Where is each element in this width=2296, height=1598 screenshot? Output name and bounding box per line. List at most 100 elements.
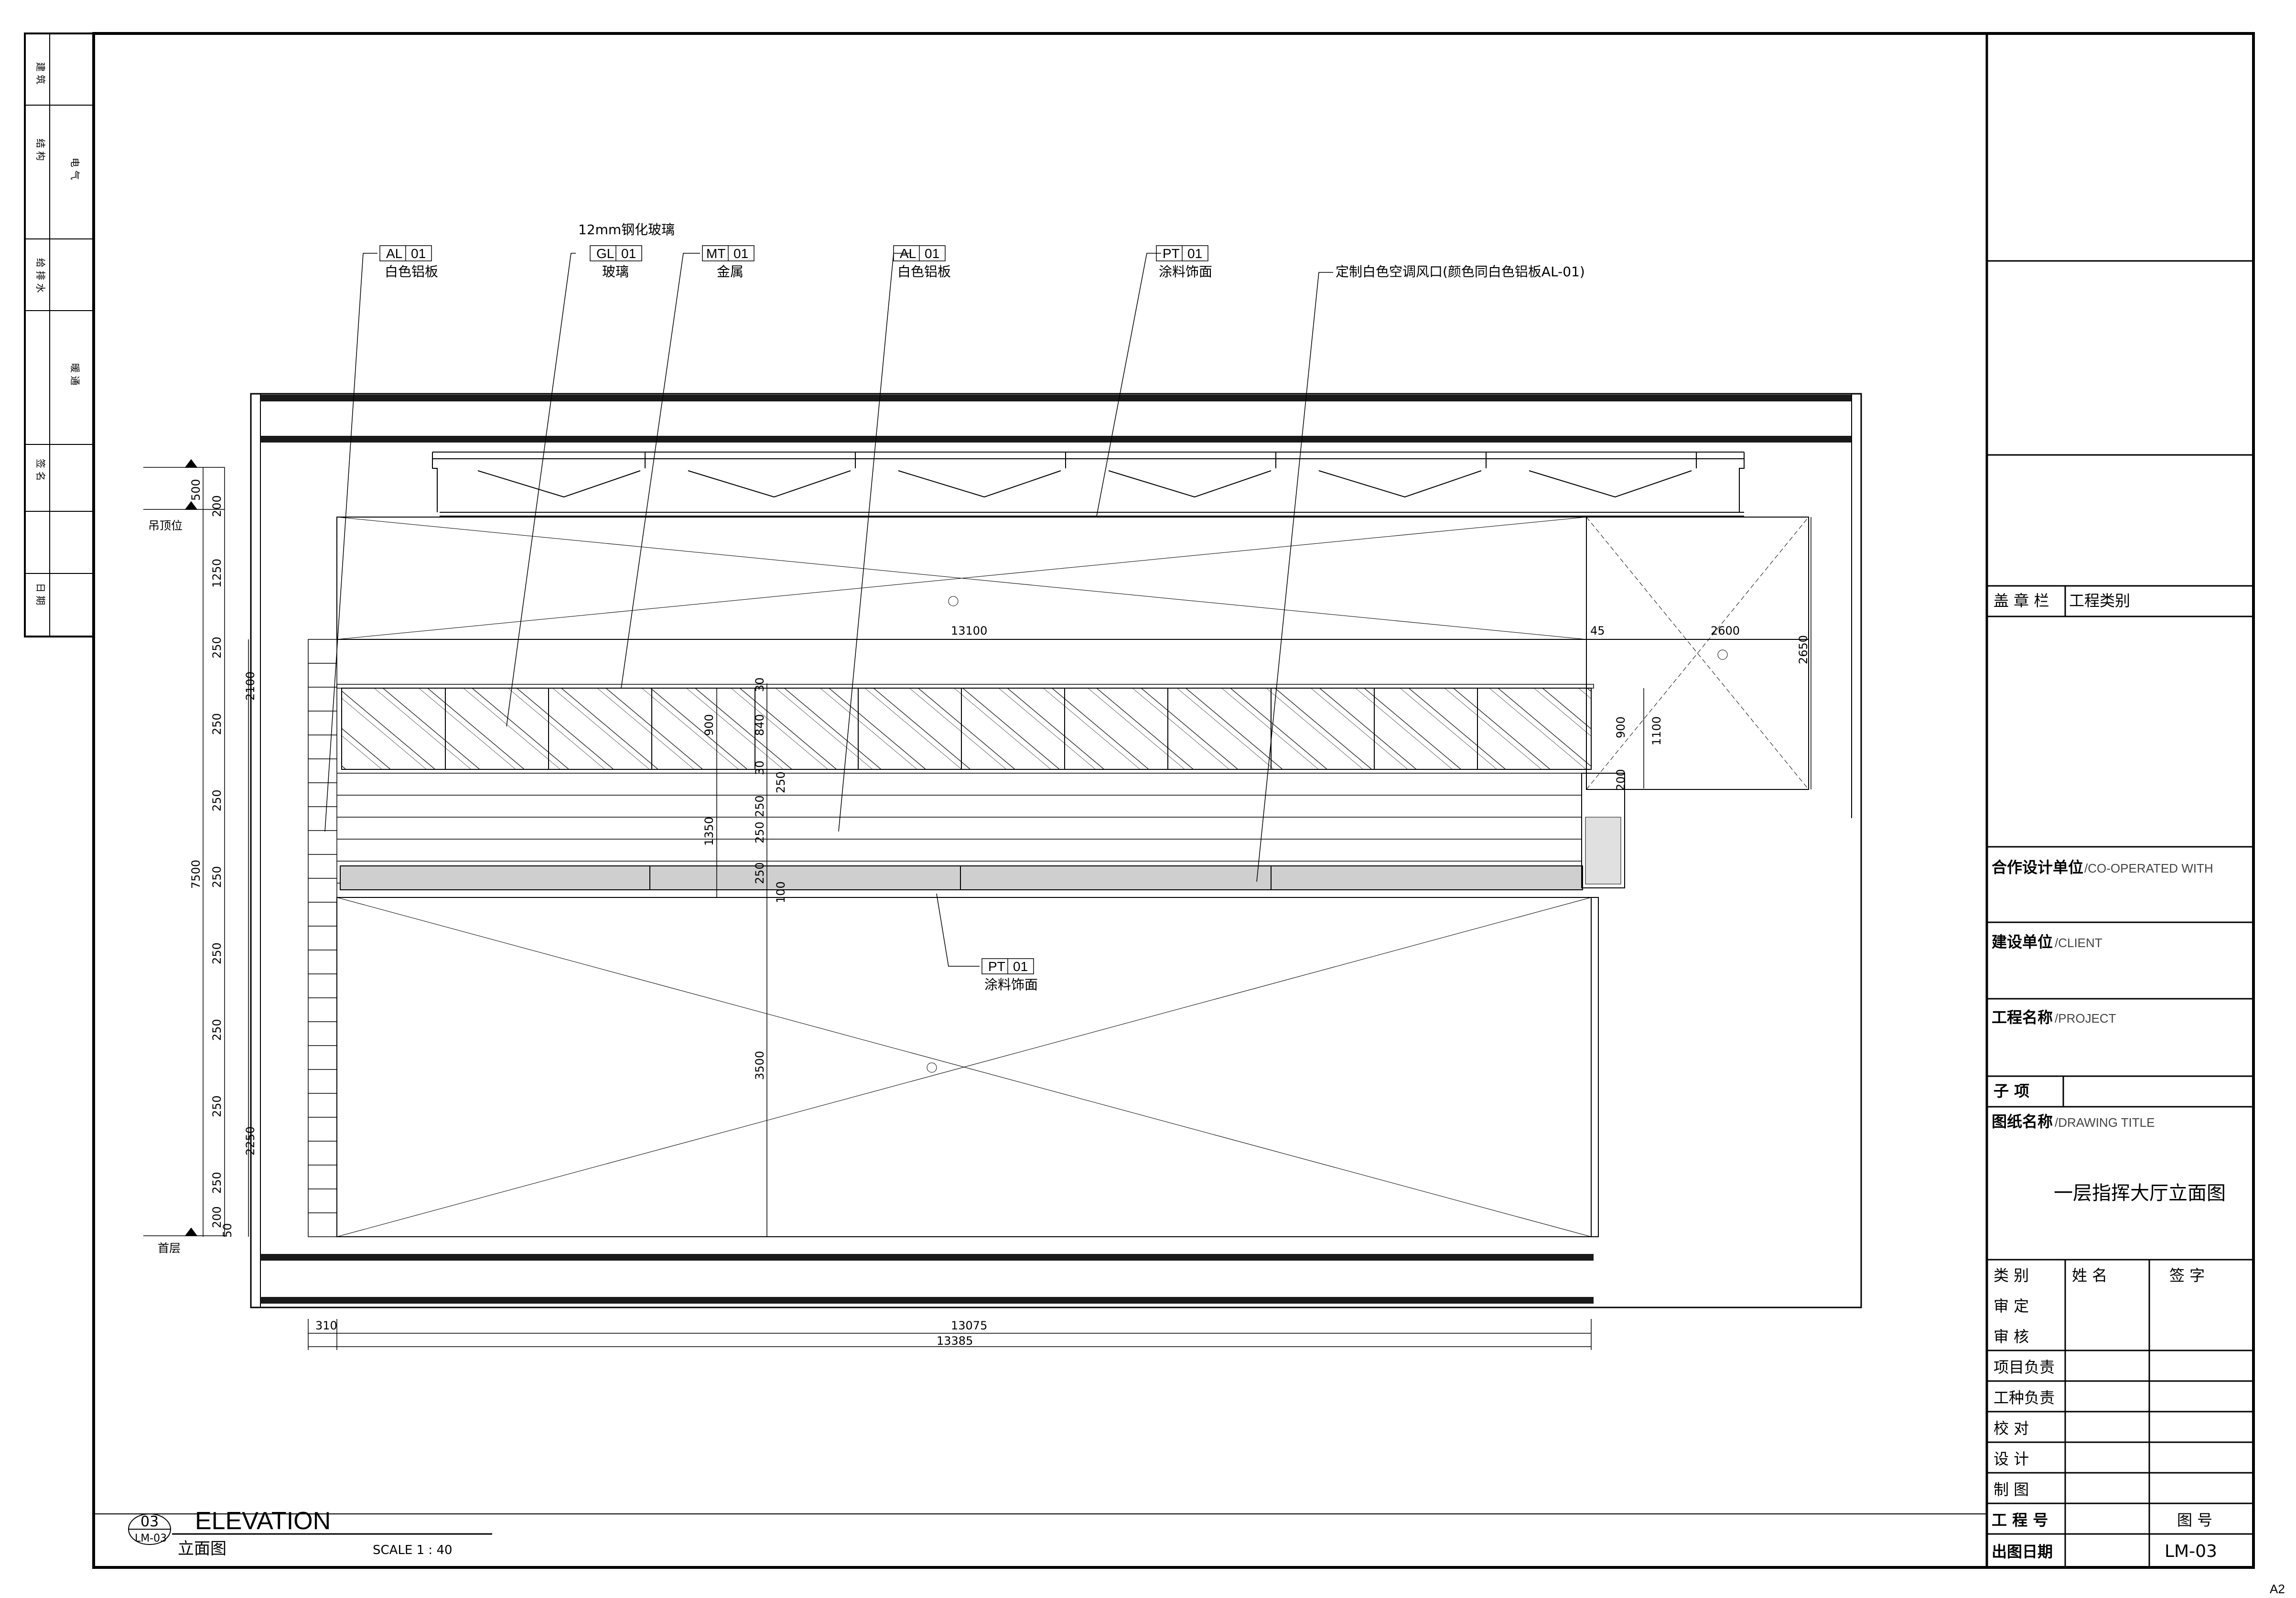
- glass-band: [341, 688, 1592, 770]
- project-type-label: 工程类别: [2069, 592, 2130, 610]
- callout-al-01-b: AL 01 白色铝板: [893, 245, 951, 280]
- role-approve: 审 定: [1994, 1297, 2029, 1315]
- role-design: 设 计: [1994, 1450, 2029, 1468]
- callout-tag: MT: [706, 246, 725, 261]
- dim-200-right: 200: [1614, 769, 1628, 791]
- vertical-dim-lines: [203, 467, 1811, 1237]
- dim-310: 310: [315, 1319, 337, 1332]
- dim-200-top: 200: [210, 495, 224, 517]
- ceiling-truss: [432, 452, 1745, 517]
- dim-250-c: 250: [210, 789, 224, 811]
- dim-250-h: 250: [210, 1172, 224, 1194]
- strip-text-7: 日 期: [35, 583, 46, 605]
- callout-tag: GL: [596, 246, 614, 261]
- dim-1350: 1350: [702, 817, 716, 846]
- callout-al-01-a: AL 01 白色铝板: [379, 245, 438, 280]
- callout-text: 涂料饰面: [1159, 264, 1212, 280]
- dim-250-mid-c: 250: [753, 821, 766, 843]
- callout-heading: 12mm钢化玻璃: [578, 222, 675, 238]
- drawing-title-cn: 立面图: [178, 1539, 226, 1558]
- glass-top-frame: [336, 684, 1594, 689]
- strip-text-2: 结 构: [35, 139, 46, 161]
- dim-7500: 7500: [189, 860, 203, 889]
- callout-gl-01: 12mm钢化玻璃 GL 01 玻璃: [578, 222, 675, 280]
- date-label: 出图日期: [1992, 1543, 2053, 1561]
- dim-250-f: 250: [210, 1019, 224, 1041]
- dim-1100: 1100: [1650, 716, 1663, 745]
- dim-900-glass: 900: [702, 714, 716, 736]
- right-column: [1581, 773, 1625, 888]
- slab-top-1: [260, 395, 1852, 401]
- dim-50: 50: [221, 1223, 234, 1238]
- dim-2600: 2600: [1711, 624, 1740, 637]
- dim-250-d: 250: [210, 866, 224, 888]
- drawing-name-label: 图纸名称: [1992, 1112, 2053, 1131]
- col-category: 类 别: [1994, 1266, 2029, 1285]
- dim-30-bottom: 30: [753, 760, 766, 775]
- strip-text-5: 暖 通: [69, 363, 81, 385]
- dim-45: 45: [1590, 624, 1605, 637]
- callout-text: 玻璃: [602, 264, 629, 280]
- callout-num: 01: [925, 246, 939, 261]
- client-en: /CLIENT: [2055, 936, 2102, 950]
- dim-200-bottom: 200: [210, 1206, 224, 1228]
- dim-840: 840: [753, 714, 766, 736]
- callout-text: 定制白色空调风口(颜色同白色铝板AL-01): [1336, 264, 1585, 280]
- drawing-name-en: /DRAWING TITLE: [2055, 1115, 2155, 1130]
- dim-250-b: 250: [210, 713, 224, 735]
- dim-250-e: 250: [210, 942, 224, 964]
- sub-item-label: 子 项: [1994, 1082, 2029, 1100]
- project-label: 工程名称: [1992, 1008, 2053, 1026]
- ac-vent-strip: [340, 865, 1583, 890]
- paper-size: A2: [2270, 1582, 2285, 1596]
- seal-label: 盖 章 栏: [1994, 592, 2049, 610]
- drawing-no-label: 图 号: [2177, 1511, 2212, 1529]
- dim-250-g: 250: [210, 1095, 224, 1117]
- dim-250-mid-d: 250: [753, 862, 766, 884]
- callout-text: 白色铝板: [385, 264, 438, 280]
- drawing-title-en: ELEVATION: [195, 1507, 331, 1535]
- dim-250-mid-a: 250: [774, 771, 787, 793]
- dim-250-mid-b: 250: [753, 795, 766, 817]
- dim-13075: 13075: [951, 1319, 987, 1332]
- callout-pt-01-b: PT 01 涂料饰面: [981, 958, 1038, 993]
- project-no-label: 工 程 号: [1992, 1511, 2048, 1529]
- role-check: 校 对: [1994, 1419, 2029, 1437]
- dim-2250: 2250: [244, 1126, 257, 1155]
- strip-text-6: 签 名: [35, 459, 46, 481]
- horizontal-dim-lines: [308, 639, 1809, 1350]
- callout-num: 01: [621, 246, 636, 261]
- col-sign: 签 字: [2169, 1266, 2205, 1285]
- drawing-number: 03: [140, 1513, 159, 1530]
- level-floor-label: 首层: [158, 1242, 181, 1255]
- dim-2650: 2650: [1797, 635, 1810, 664]
- callout-tag: AL: [900, 246, 916, 261]
- dim-500: 500: [189, 479, 203, 501]
- glass-mullions: [445, 688, 1478, 769]
- right-column-hatch: [1585, 817, 1621, 885]
- outer-wall-frame: [250, 393, 1862, 1308]
- slab-top-2: [260, 436, 1852, 443]
- drawing-no-value: LM-03: [2165, 1542, 2217, 1561]
- left-signature-strip: [24, 32, 95, 637]
- slab-bottom-2: [260, 1297, 1594, 1304]
- dim-13385: 13385: [937, 1334, 973, 1348]
- drawing-scale: SCALE 1 : 40: [373, 1543, 453, 1557]
- role-discipline-lead: 工种负责: [1994, 1389, 2055, 1407]
- dim-13100: 13100: [951, 624, 987, 637]
- callout-leaders: [324, 253, 1333, 967]
- ac-vent-dividers: [649, 866, 1272, 890]
- callout-mt-01: MT 01 金属: [702, 245, 755, 280]
- callout-num: 01: [1013, 959, 1028, 974]
- dim-1250: 1250: [210, 559, 224, 588]
- left-stepped-edge: [308, 639, 337, 1237]
- dim-900-right: 900: [1614, 716, 1628, 738]
- col-name: 姓 名: [2072, 1266, 2107, 1285]
- callout-num: 01: [411, 246, 426, 261]
- title-block-lines: [1987, 260, 2253, 1567]
- dim-2100: 2100: [244, 671, 257, 701]
- callout-tag: PT: [1163, 246, 1180, 261]
- level-ceiling-label: 吊顶位: [148, 519, 183, 532]
- callout-ac-vent: 定制白色空调风口(颜色同白色铝板AL-01): [1336, 264, 1585, 280]
